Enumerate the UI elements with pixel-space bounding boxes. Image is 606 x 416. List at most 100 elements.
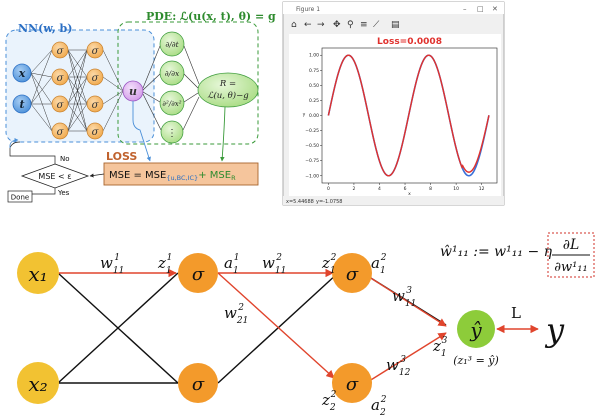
svg-text:σ: σ (92, 100, 100, 111)
x-axis-label: x (408, 192, 411, 197)
input-node-x1: x₁ (17, 252, 59, 294)
svg-text:⋮: ⋮ (167, 128, 177, 139)
input-node-x: x (12, 63, 32, 83)
svg-text:∂²/∂x²: ∂²/∂x² (162, 100, 181, 108)
loss-label: L (511, 304, 521, 322)
input-node-x2: x₂ (17, 362, 59, 404)
nn-edge (102, 90, 124, 105)
svg-text:Done: Done (11, 194, 29, 202)
y-tick-label: 0.75 (309, 68, 319, 74)
hidden-node: σ (51, 41, 69, 59)
hidden-node: σ (86, 95, 104, 113)
hidden-layer-1: σ σ σ σ (51, 41, 69, 140)
home-icon[interactable]: ⌂ (291, 20, 297, 30)
svg-text:σ: σ (57, 127, 65, 138)
derivative-more: ⋮ (160, 120, 184, 144)
label-w11-3: w113 (392, 286, 416, 309)
residual-to-loss-arrow (220, 106, 226, 162)
svg-text:σ: σ (92, 127, 100, 138)
maximize-button[interactable]: □ (477, 5, 484, 13)
nn-edge (30, 49, 53, 105)
update-rule-lhs: ŵ¹₁₁ := w¹₁₁ − η (440, 244, 553, 260)
hidden-node-1-1: σ (178, 253, 218, 293)
svg-text:ŷ: ŷ (469, 318, 482, 342)
nn-edge (102, 49, 124, 92)
x-tick-label: 10 (453, 186, 459, 192)
decision-diamond: MSE < ε (20, 163, 90, 189)
plot-toolbar: ⌂ ← → ✥ ⚲ ≡ ⟋ ▤ (291, 20, 400, 30)
pinn-schematic: NN(w, b) PDE: ℒ(u(x, t), θ) = g x t σ σ … (5, 10, 276, 203)
nn-connections (30, 49, 124, 132)
forward-arrow-icon[interactable]: → (317, 20, 325, 30)
svg-text:σ: σ (92, 73, 100, 84)
x-tick-label: 2 (352, 186, 355, 192)
minimize-button[interactable]: – (463, 5, 467, 13)
svg-text:σ: σ (57, 100, 65, 111)
y-tick-label: 0.50 (309, 83, 319, 89)
hidden-node: σ (86, 41, 104, 59)
nn-edge (67, 49, 88, 132)
nn-edge (67, 49, 88, 105)
y-tick-label: −0.50 (305, 143, 319, 149)
target-y: y (544, 311, 565, 349)
update-rule-numerator: ∂L (563, 237, 580, 253)
y-tick-label: −1.00 (305, 173, 319, 179)
plot-window-titlebar (283, 2, 504, 14)
configure-icon[interactable]: ≡ (360, 20, 368, 30)
no-feedback-line (9, 141, 56, 164)
nn-edge (30, 72, 53, 132)
status-y: y=-1.0758 (316, 199, 342, 205)
close-button[interactable]: ✕ (492, 5, 498, 13)
save-icon[interactable]: ▤ (391, 20, 400, 30)
output-note: (z₁³ = ŷ) (453, 354, 499, 367)
output-node-yhat: ŷ (457, 310, 495, 348)
pde-region-box (117, 21, 259, 145)
update-rule-denominator: ∂w¹₁₁ (554, 260, 587, 275)
x-tick-label: 4 (378, 186, 381, 192)
nn-edge (67, 76, 88, 132)
hidden-node: σ (86, 122, 104, 140)
svg-text:u: u (129, 85, 137, 98)
loss-title: LOSS (106, 150, 137, 163)
nn-edge (30, 49, 53, 74)
hidden-node-2-1: σ (332, 253, 372, 293)
svg-text:∂/∂x: ∂/∂x (165, 69, 180, 78)
derivative-dxx: ∂²/∂x² (159, 90, 185, 116)
y-tick-label: −0.75 (305, 158, 319, 164)
hidden-layer-2: σ σ σ σ (86, 41, 104, 140)
label-w21-2: w212 (224, 303, 248, 326)
svg-text:σ: σ (346, 374, 359, 395)
derivative-dx: ∂/∂x (159, 60, 185, 86)
pan-icon[interactable]: ✥ (333, 20, 341, 30)
svg-text:x₂: x₂ (28, 372, 47, 396)
x-tick-label: 6 (404, 186, 407, 192)
svg-text:σ: σ (192, 374, 205, 395)
hidden-node: σ (51, 122, 69, 140)
label-a2-2: a22 (371, 395, 387, 416)
y-tick-label: 0.25 (309, 98, 319, 104)
derivative-nodes: ∂/∂t ∂/∂x ∂²/∂x² ⋮ (159, 31, 185, 144)
svg-text:x₁: x₁ (28, 262, 47, 286)
hidden-node: σ (51, 68, 69, 86)
label-a1-1: a11 (224, 253, 239, 276)
back-arrow-icon[interactable]: ← (304, 20, 312, 30)
svg-text:x: x (18, 67, 26, 80)
series-line (327, 54, 490, 177)
zoom-icon[interactable]: ⚲ (347, 20, 354, 30)
output-node-u: u (122, 80, 144, 102)
hidden-node: σ (86, 68, 104, 86)
no-label: No (60, 155, 70, 163)
nn-title: NN(w, b) (18, 22, 72, 35)
label-a1-2: a12 (371, 253, 387, 276)
svg-text:σ: σ (57, 46, 65, 57)
lines-icon[interactable]: ⟋ (373, 20, 380, 30)
status-x: x=5.44688 (286, 199, 314, 205)
highlight-edges (58, 268, 447, 384)
y-tick-label: 1.00 (309, 53, 319, 59)
x-tick-label: 8 (429, 186, 432, 192)
label-w12-3: w123 (386, 355, 411, 378)
svg-text:σ: σ (346, 264, 359, 285)
nn-edge (102, 90, 124, 132)
svg-text:σ: σ (57, 73, 65, 84)
